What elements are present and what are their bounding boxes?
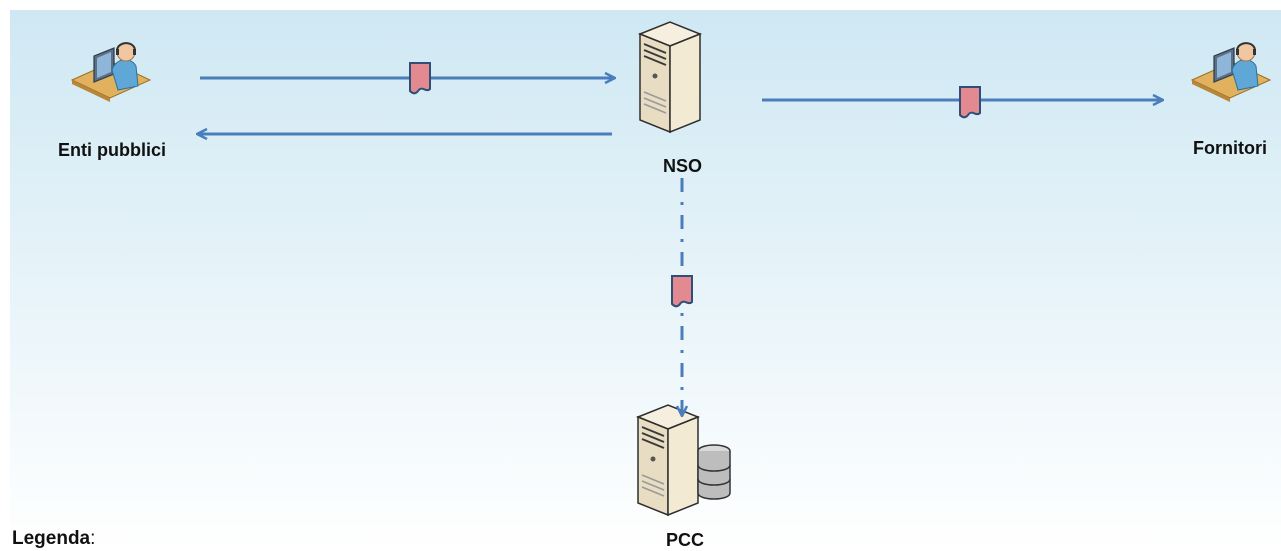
legend-title: Legenda:: [12, 528, 95, 550]
node-label-fornitori: Fornitori: [1193, 138, 1267, 158]
document-icon: [409, 62, 431, 95]
flow-diagram: [10, 10, 1281, 551]
document-icon: [671, 275, 693, 308]
node-label-enti-pubblici: Enti pubblici: [58, 140, 166, 160]
node-label-pcc: PCC: [666, 530, 705, 550]
server-icon: [639, 21, 701, 133]
legend-title-text: Legenda: [12, 528, 91, 549]
node-label-nso: NSO: [663, 156, 703, 176]
document-icon: [959, 86, 981, 119]
legend-colon: :: [90, 528, 96, 549]
